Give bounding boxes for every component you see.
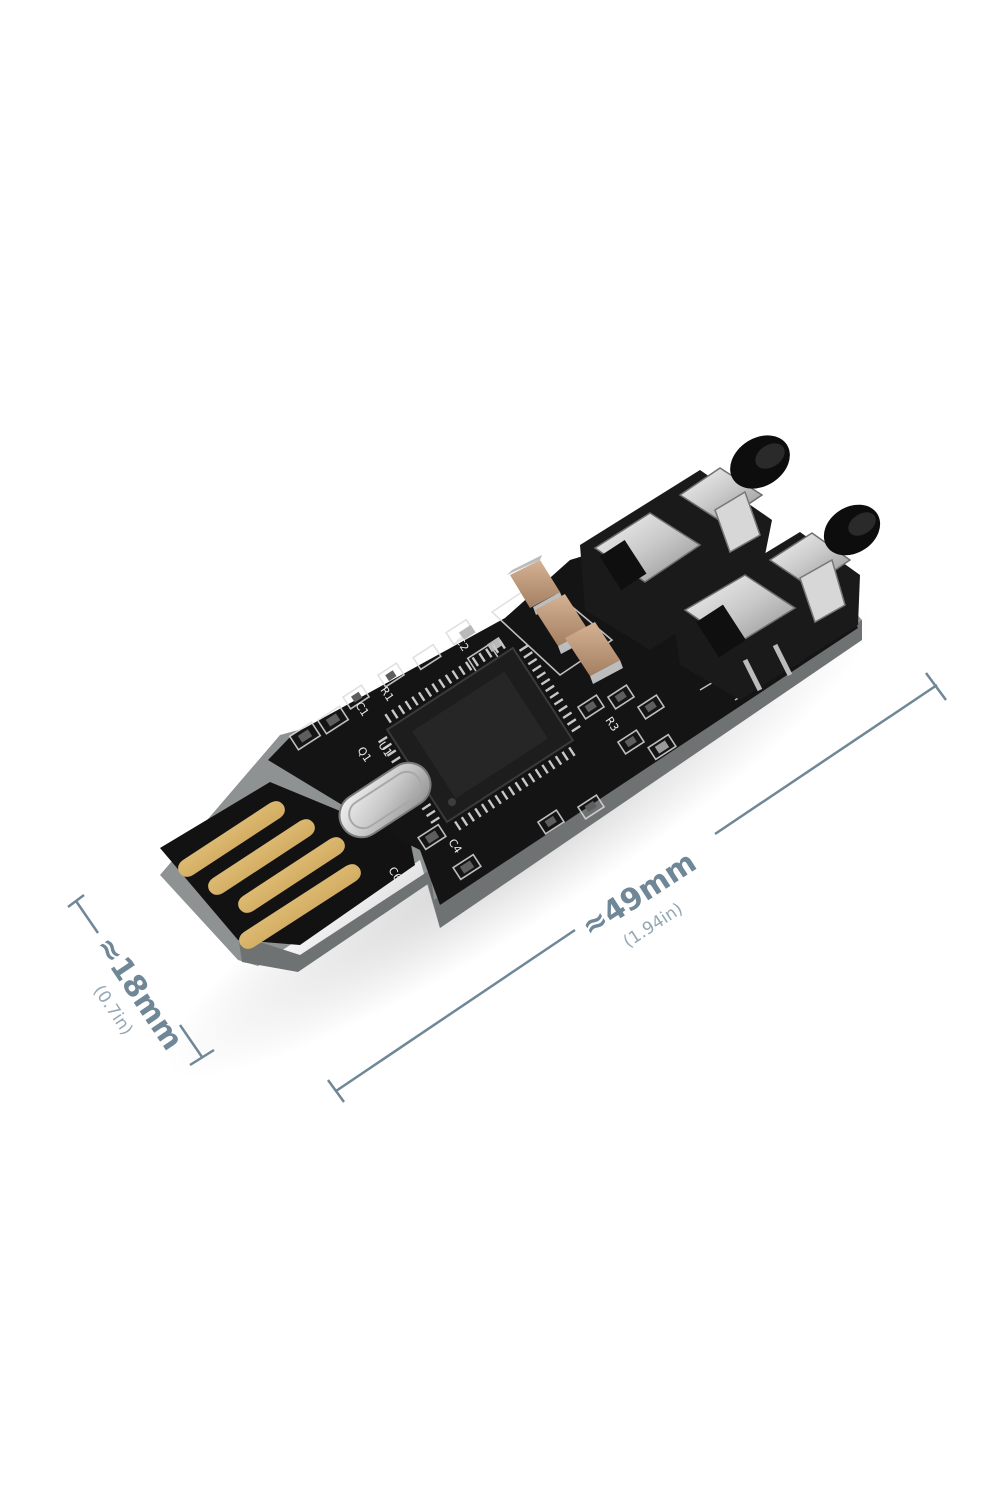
- height-dimension-line: [67, 894, 215, 1067]
- usb-gold-contacts: [178, 801, 361, 949]
- audio-jack-rear: [580, 435, 790, 650]
- audio-ic-chip: [378, 639, 581, 831]
- width-dimension-line: [326, 672, 948, 1103]
- audio-jack-front: [672, 504, 881, 700]
- ceramic-capacitors: [507, 555, 623, 684]
- crystal-oscillator: [338, 761, 432, 839]
